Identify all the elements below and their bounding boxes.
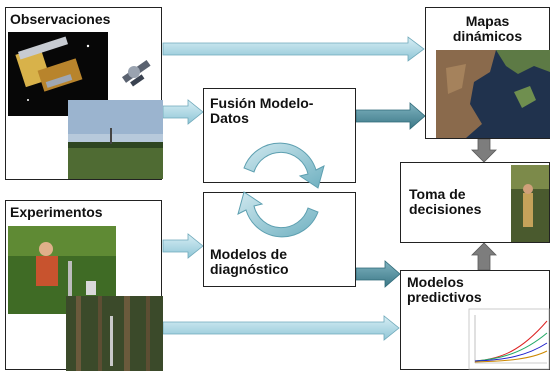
arrow-mapas-to-toma (471, 138, 497, 163)
node-experimentos-label: Experimentos (10, 204, 103, 220)
node-observaciones: Observaciones (5, 7, 163, 180)
node-experimentos: Experimentos (5, 200, 163, 371)
field-researcher-photo (8, 226, 116, 314)
node-diagnostico-label: Modelos de diagnóstico (210, 246, 289, 277)
experimentos-images (8, 226, 163, 371)
node-predictivos: Modelos predictivos (400, 270, 550, 370)
line-chart-thumbnail (468, 308, 550, 370)
arrow-observaciones-to-fusion (162, 99, 204, 125)
landscape-photo (68, 100, 163, 179)
node-observaciones-label: Observaciones (10, 11, 111, 27)
observaciones-images (8, 32, 163, 179)
arrow-observaciones-to-mapas (162, 36, 425, 62)
arrow-fusion-to-mapas (355, 102, 426, 130)
node-mapas-label: Mapas dinámicos (452, 13, 523, 44)
node-predictivos-label: Modelos predictivos (407, 274, 482, 305)
node-diagnostico: Modelos de diagnóstico (203, 192, 356, 287)
arrow-experimentos-to-diagnostico (162, 233, 204, 259)
small-satellite-icon (121, 59, 151, 87)
node-mapas: Mapas dinámicos (425, 7, 550, 139)
satellite-map-mexico (436, 50, 550, 138)
node-toma-label: Toma de decisiones (409, 186, 482, 217)
arrow-experimentos-to-predictivos (162, 315, 400, 341)
forest-instruments-photo (66, 296, 163, 371)
node-fusion: Fusión Modelo- Datos (203, 88, 356, 183)
node-toma: Toma de decisiones (400, 162, 550, 243)
node-fusion-label: Fusión Modelo- Datos (210, 95, 314, 126)
arrow-diagnostico-to-predictivos (355, 260, 401, 288)
arrow-predictivos-to-toma (471, 242, 497, 271)
forest-worker-photo (511, 165, 549, 242)
